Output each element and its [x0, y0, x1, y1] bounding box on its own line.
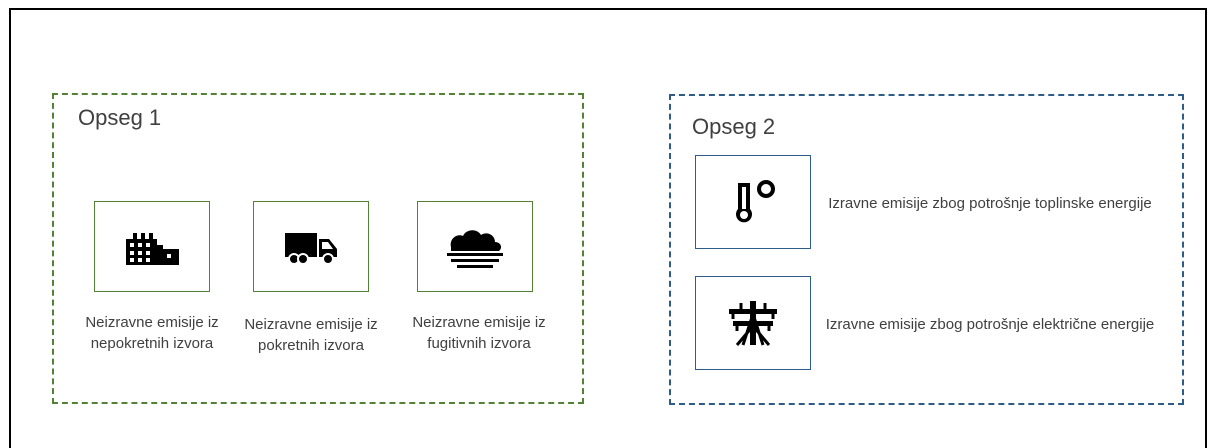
scope-1-group: Opseg 1	[52, 93, 584, 404]
factory-icon	[123, 227, 181, 267]
fugitive-sources-label: Neizravne emisije iz fugitivnih izvora	[412, 314, 546, 352]
thermal-energy-box	[695, 155, 811, 249]
stationary-sources-label: Neizravne emisije iz nepokretnih izvora	[85, 314, 219, 352]
electric-energy-box	[695, 276, 811, 370]
electric-energy-label: Izravne emisije zbog potrošnje električn…	[825, 316, 1155, 333]
stationary-sources-box	[94, 201, 210, 292]
mobile-sources-label: Neizravne emisije iz pokretnih izvora	[244, 316, 378, 354]
outer-frame	[9, 8, 1207, 448]
scope-2-title: Opseg 2	[692, 114, 776, 139]
mobile-sources-box	[253, 201, 369, 292]
truck-icon	[281, 227, 341, 267]
thermal-energy-label: Izravne emisije zbog potrošnje toplinske…	[828, 195, 1152, 212]
fugitive-sources-box	[417, 201, 533, 292]
scope-1-title: Opseg 1	[78, 105, 162, 130]
thermometer-degree-icon	[728, 179, 778, 225]
cloud-fog-icon	[443, 225, 507, 269]
scope-2-group: Opseg 2	[669, 94, 1184, 405]
power-pylon-icon	[723, 299, 783, 347]
